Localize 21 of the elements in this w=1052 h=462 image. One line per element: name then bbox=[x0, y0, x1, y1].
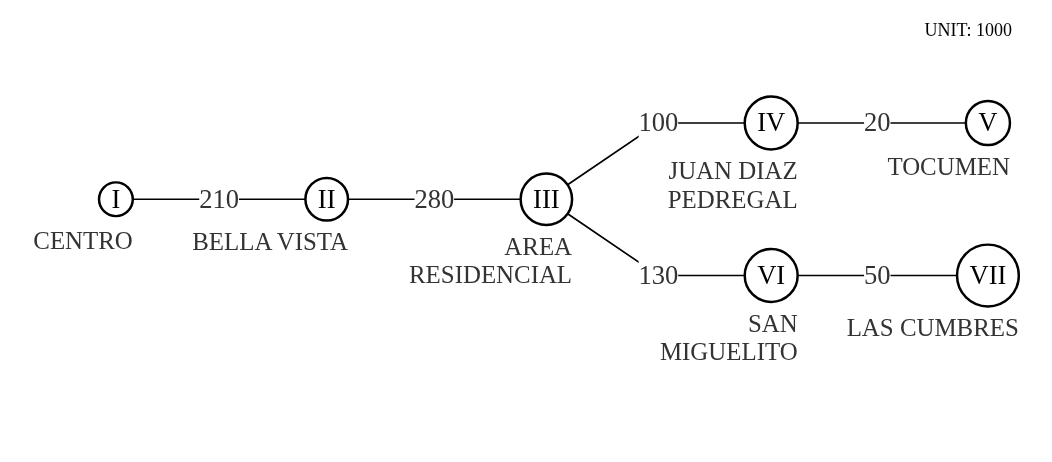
edge-label: 210 bbox=[199, 184, 240, 213]
place-name: SAN MIGUELITO bbox=[659, 309, 798, 366]
place-name: JUAN DIAZ PEDREGAL bbox=[667, 157, 798, 213]
edge-label: 20 bbox=[864, 108, 891, 137]
node-circle: II bbox=[304, 176, 350, 222]
edge-label: 100 bbox=[638, 108, 679, 137]
node-circle: V bbox=[964, 99, 1012, 147]
place-name: BELLA VISTA bbox=[192, 228, 348, 256]
place-name: CENTRO bbox=[33, 227, 133, 255]
place-name: TOCUMEN bbox=[887, 152, 1010, 180]
place-name: LAS CUMBRES bbox=[846, 314, 1019, 342]
node-circle: VI bbox=[743, 247, 799, 304]
edge-label: 130 bbox=[638, 260, 679, 289]
unit-note: UNIT: 1000 bbox=[924, 20, 1012, 41]
edge-label: 50 bbox=[864, 260, 891, 289]
node-circle: III bbox=[519, 172, 574, 227]
node-circle: VII bbox=[955, 243, 1021, 308]
node-circle: IV bbox=[743, 95, 799, 151]
place-name: AREA RESIDENCIAL bbox=[409, 232, 573, 289]
node-circle: I bbox=[97, 181, 135, 218]
edge-label: 280 bbox=[414, 184, 455, 213]
